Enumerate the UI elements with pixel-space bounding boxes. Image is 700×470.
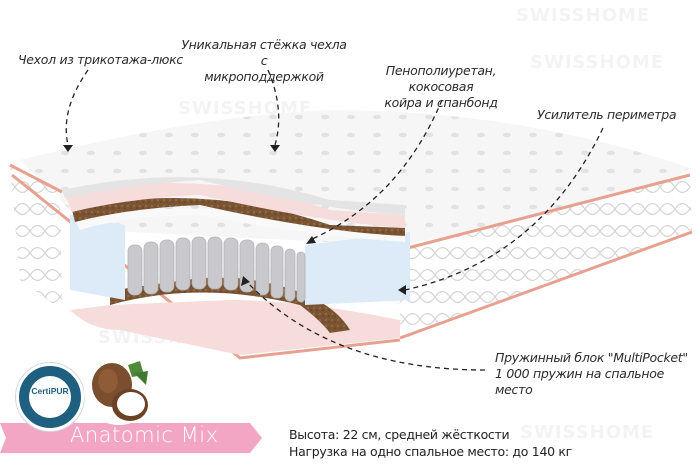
annotation-springs: Пружинный блок "MultiPocket" 1 000 пружи… xyxy=(495,350,700,398)
spec-height: Высота: 22 см, средней жёсткости xyxy=(289,427,510,442)
coconut-icon xyxy=(84,359,154,425)
watermark: SWISSHOME xyxy=(516,5,650,26)
annotation-layers: Пенополиуретан, кокосовая койра и спанбо… xyxy=(356,63,526,111)
annotation-cover: Чехол из трикотажа-люкс xyxy=(18,52,183,67)
watermark: SWISSHOME xyxy=(530,52,664,73)
annotation-springs-line2: 1 000 пружин на спальное место xyxy=(495,366,664,397)
product-name: Anatomic Mix xyxy=(70,423,219,447)
annotation-springs-line1: Пружинный блок "MultiPocket" xyxy=(495,350,688,365)
watermark: SWISSHOME xyxy=(520,422,654,443)
certipur-badge: CertiPUR xyxy=(16,363,84,431)
annotation-perimeter: Усилитель периметра xyxy=(537,107,677,122)
spec-load: Нагрузка на одно спальное место: до 140 … xyxy=(289,444,572,459)
annotation-stitch: Уникальная стёжка чехла с микроподдержко… xyxy=(180,37,348,85)
product-specs: Высота: 22 см, средней жёсткости Нагрузк… xyxy=(289,426,572,460)
annotation-layers-line2: койра и спанбонд xyxy=(384,95,498,110)
annotation-layers-line1: Пенополиуретан, кокосовая xyxy=(385,63,497,94)
annotation-stitch-line1: Уникальная стёжка чехла с xyxy=(181,37,347,68)
product-banner xyxy=(0,423,262,453)
annotation-stitch-line2: микроподдержкой xyxy=(204,69,324,84)
spring-block xyxy=(127,236,306,303)
certipur-label: CertiPUR xyxy=(31,386,69,396)
